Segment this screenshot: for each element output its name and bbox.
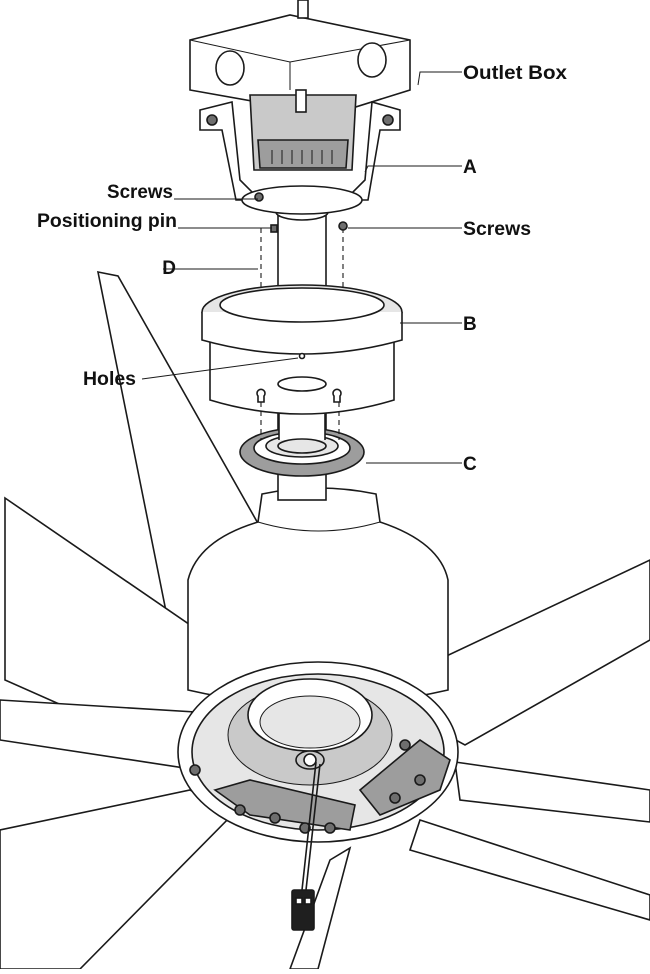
- fan-blade-right-lower: [454, 761, 650, 823]
- leader-lines: [141, 71, 462, 464]
- part-b-canopy: [201, 284, 403, 415]
- screw-right: [338, 221, 348, 231]
- label-positioning-pin: Positioning pin: [37, 211, 177, 232]
- blade-bracket-right: [358, 739, 451, 816]
- motor-housing: [177, 487, 459, 931]
- wire-connector: [291, 889, 315, 931]
- label-d: D: [162, 258, 176, 279]
- wire: [301, 761, 317, 891]
- screw-left: [254, 192, 264, 202]
- part-a-mounting-bracket: [199, 89, 401, 215]
- outlet-box: [189, 0, 411, 116]
- label-b: B: [463, 314, 477, 335]
- part-c-ring: [239, 400, 365, 477]
- fan-blade-lower-left: [0, 789, 234, 970]
- fan-blade-far-left: [0, 699, 199, 771]
- label-screws-right: Screws: [463, 219, 531, 240]
- label-outlet-box: Outlet Box: [463, 63, 567, 84]
- label-holes: Holes: [83, 369, 136, 390]
- fan-blade-right: [366, 559, 650, 746]
- label-screws-left: Screws: [107, 182, 173, 203]
- fan-blade-bottom-right: [408, 818, 650, 921]
- label-a: A: [463, 157, 477, 178]
- label-c: C: [463, 454, 477, 475]
